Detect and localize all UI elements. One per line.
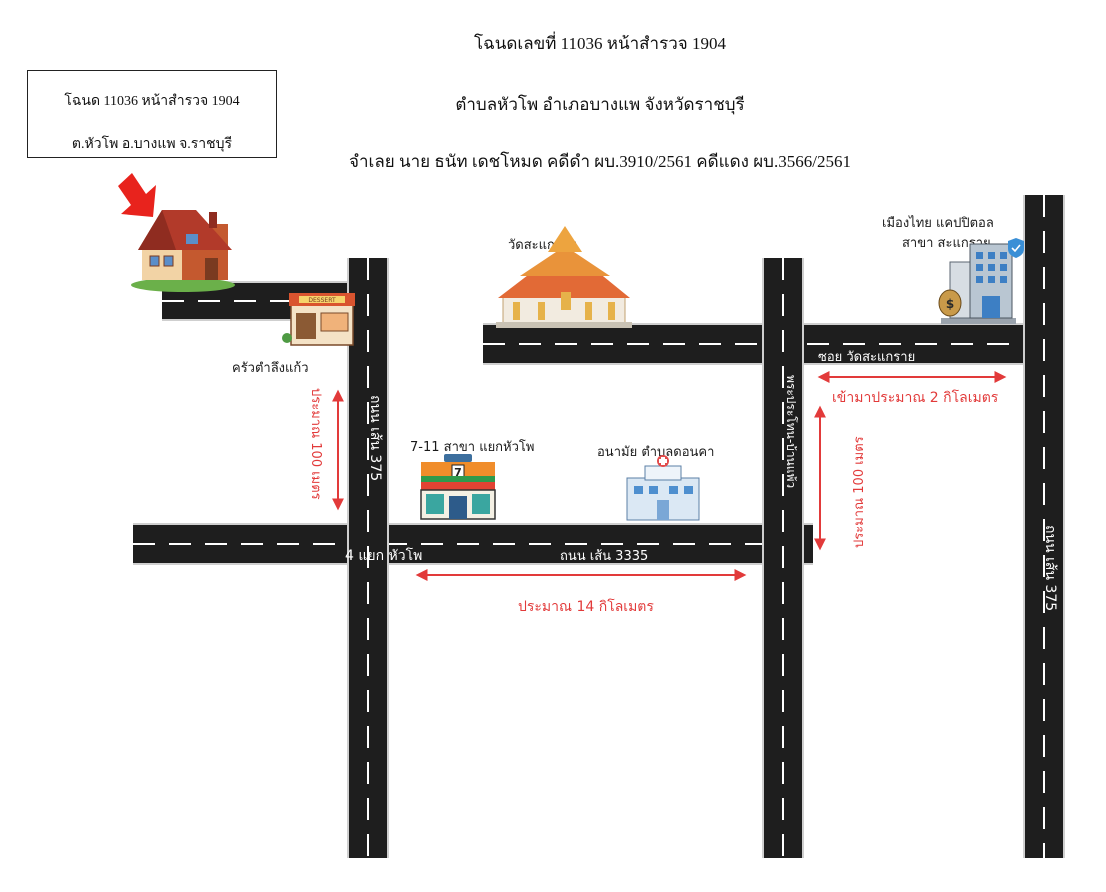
bank-label-line2: สาขา สะแกราย [902,236,991,251]
bank-label-line1: เมืองไทย แคปปิตอล [882,216,994,231]
dessert-shop-icon: DESSERT [282,293,355,346]
svg-text:$: $ [946,297,954,311]
road-phra-ban-phaeo [762,258,804,858]
red-pointer-arrow-icon [118,173,156,217]
house-icon [131,210,235,292]
svg-text:7: 7 [454,466,462,479]
distance-bottom: ประมาณ 14 กิโลเมตร [518,599,654,615]
restaurant-label: ครัวตำลึงแก้ว [232,361,309,376]
deed-box-line2: ต.หัวโพ อ.บางแพ จ.ราชบุรี [71,137,233,152]
intersection-label: 4 แยก หัวโพ [345,548,423,564]
dessert-sign-text: DESSERT [308,297,336,304]
seven-eleven-label: 7-11 สาขา แยกหัวโพ [410,440,535,455]
temple-icon [496,226,632,328]
seven-eleven-icon: 7 [420,454,496,520]
health-center-label: อนามัย ตำบลดอนคา [597,445,715,460]
road-375-left [347,258,389,858]
distance-soi: เข้ามาประมาณ 2 กิโลเมตร [832,390,999,406]
road-3335 [133,523,813,565]
deed-box: โฉนด 11036 หน้าสำรวจ 1904 ต.หัวโพ อ.บางแ… [27,70,277,158]
hospital-icon [626,455,700,521]
road-3335-label: ถนน เส้น 3335 [560,549,649,564]
soi-temple-label: ซอย วัดสะแกราย [818,350,916,365]
bank-building-icon: $ [938,238,1024,324]
road-soi-temple [483,323,1023,365]
deed-box-line1: โฉนด 11036 หน้าสำรวจ 1904 [64,94,240,109]
road-375-right [1023,195,1065,858]
